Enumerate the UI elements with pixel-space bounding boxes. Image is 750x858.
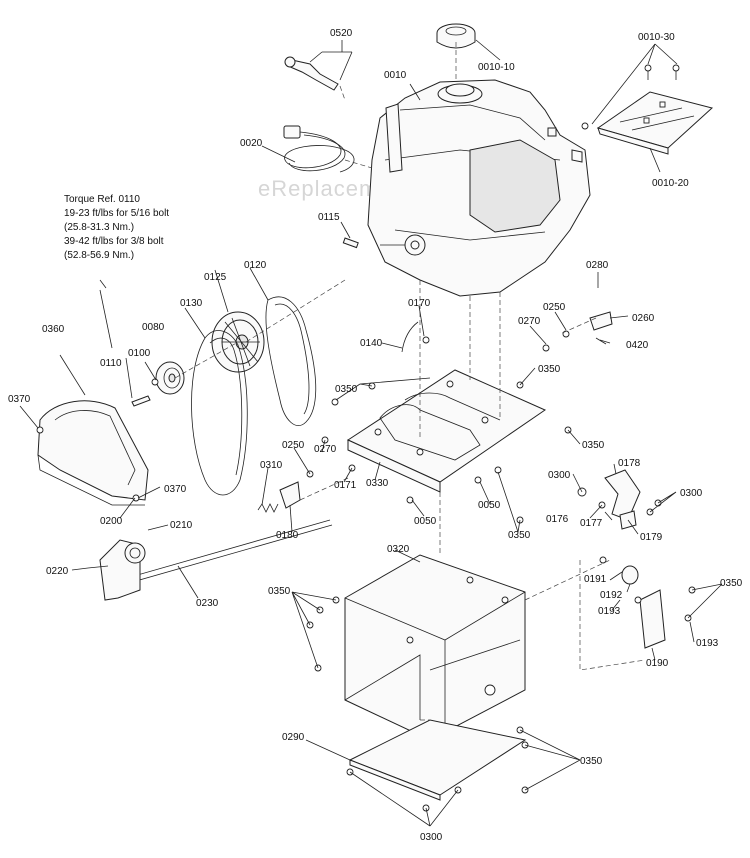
callout-0171: 0171	[334, 480, 357, 491]
callout-0520: 0520	[330, 28, 353, 39]
callout-0420: 0420	[626, 340, 649, 351]
bottom-plate	[348, 719, 527, 801]
alignment-lines	[174, 42, 646, 721]
callout-0310: 0310	[260, 460, 283, 471]
callout-0190: 0190	[646, 658, 669, 669]
callout-0176: 0176	[546, 514, 569, 525]
torque-line-3: 39-42 ft/lbs for 3/8 bolt	[64, 236, 164, 247]
callout-0010-10: 0010-10	[478, 62, 515, 73]
callout-0193-left: 0193	[598, 606, 621, 617]
callout-0140: 0140	[360, 338, 383, 349]
callout-0050-left: 0050	[414, 516, 437, 527]
idler-bracket	[279, 481, 301, 509]
callout-0010-20: 0010-20	[652, 178, 689, 189]
callout-0230: 0230	[196, 598, 219, 609]
callout-0360: 0360	[42, 324, 65, 335]
callout-0193-right: 0193	[696, 638, 719, 649]
callout-0191: 0191	[584, 574, 607, 585]
callout-0350-a: 0350	[335, 384, 358, 395]
callout-0177: 0177	[580, 518, 603, 529]
frame-plate	[346, 369, 547, 493]
callout-0125: 0125	[204, 272, 227, 283]
callout-0010: 0010	[384, 70, 407, 81]
engine	[367, 79, 591, 297]
main-frame	[344, 554, 526, 741]
callout-0280: 0280	[586, 260, 609, 271]
callout-0192: 0192	[600, 590, 623, 601]
callout-0300-mid: 0300	[548, 470, 571, 481]
callout-0179: 0179	[640, 532, 663, 543]
callout-0260: 0260	[632, 313, 655, 324]
callout-0180: 0180	[276, 530, 299, 541]
callout-0320: 0320	[387, 544, 410, 555]
callout-0050-right: 0050	[478, 500, 501, 511]
torque-note: Torque Ref. 0110 19-23 ft/lbs for 5/16 b…	[64, 194, 169, 261]
engine-shroud-plate	[581, 64, 714, 155]
callout-0210: 0210	[170, 520, 193, 531]
callout-0010-30: 0010-30	[638, 32, 675, 43]
callout-0020: 0020	[240, 138, 263, 149]
callout-0350-b: 0350	[538, 364, 561, 375]
callout-labels: 0520 0010-10 0010-30 0010 0020 0010-20 0…	[8, 28, 743, 843]
brake-arm	[577, 469, 662, 530]
callout-0080: 0080	[142, 322, 165, 333]
fasteners	[132, 381, 572, 812]
fuel-cap	[436, 23, 476, 49]
auger-pulley	[131, 361, 185, 407]
torque-line-4: (52.8-56.9 Nm.)	[64, 250, 134, 261]
callout-0200: 0200	[100, 516, 123, 527]
callout-0270-upper: 0270	[518, 316, 541, 327]
nut-0170	[422, 336, 430, 344]
callout-0350-f: 0350	[720, 578, 743, 589]
callout-0178: 0178	[618, 458, 641, 469]
starter-cord	[283, 125, 373, 173]
callout-0170: 0170	[408, 298, 431, 309]
callout-0220: 0220	[46, 566, 69, 577]
callout-0290: 0290	[282, 732, 305, 743]
torque-line-1: 19-23 ft/lbs for 5/16 bolt	[64, 208, 169, 219]
callout-0300-bottom: 0300	[420, 832, 443, 843]
callout-0130: 0130	[180, 298, 203, 309]
spring-hook	[401, 321, 419, 353]
leader-lines	[19, 39, 723, 827]
drive-belt-0120	[265, 296, 317, 426]
torque-title: Torque Ref. 0110	[64, 194, 140, 205]
callout-0110: 0110	[100, 358, 122, 369]
drive-belt-0130	[191, 330, 248, 496]
primer-bulb	[284, 56, 346, 101]
callout-0350-g: 0350	[580, 756, 603, 767]
callout-0350-d: 0350	[508, 530, 531, 541]
belt-cover	[36, 400, 149, 506]
callout-0350-c: 0350	[582, 440, 605, 451]
callout-0115: 0115	[318, 212, 340, 223]
callout-0350-e: 0350	[268, 586, 291, 597]
brake-pad	[589, 311, 613, 331]
auger-cable-shaft	[87, 503, 333, 601]
callout-0330: 0330	[366, 478, 389, 489]
callout-0120: 0120	[244, 260, 267, 271]
shaft-key	[342, 237, 359, 249]
callout-0370-upper: 0370	[8, 394, 31, 405]
callout-0250-upper: 0250	[543, 302, 566, 313]
callout-0370-lower: 0370	[164, 484, 187, 495]
callout-0300-right: 0300	[680, 488, 703, 499]
callout-0100: 0100	[128, 348, 151, 359]
screw-0270	[542, 344, 550, 352]
callout-0250-lower: 0250	[282, 440, 305, 451]
arrow-0420	[595, 337, 607, 345]
callout-0270-lower: 0270	[314, 444, 337, 455]
wheel-bracket	[599, 556, 696, 649]
torque-line-2: (25.8-31.3 Nm.)	[64, 222, 134, 233]
